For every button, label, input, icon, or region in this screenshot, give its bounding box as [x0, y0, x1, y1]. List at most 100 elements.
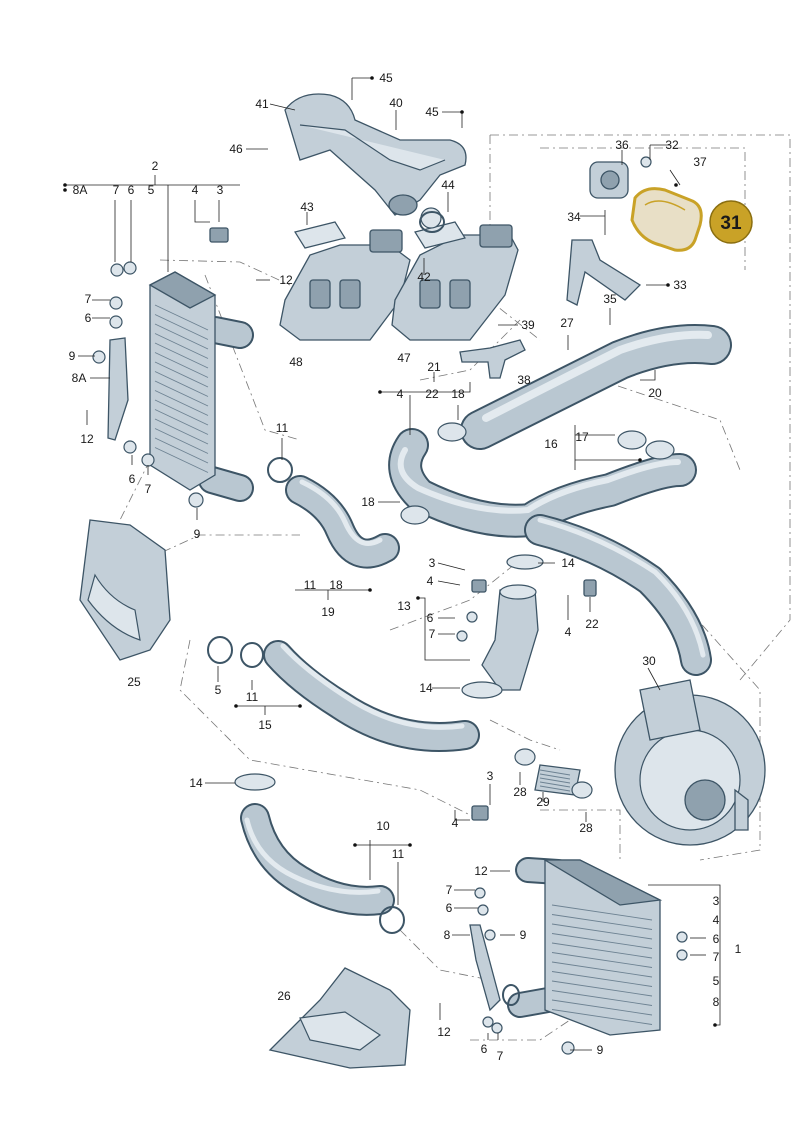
part-number-label: 7	[145, 482, 152, 496]
part-number-label: 28	[513, 785, 527, 799]
fin-line	[154, 342, 209, 369]
fin-line	[154, 437, 209, 464]
fin-line	[551, 952, 653, 968]
part-number-label: 7	[497, 1049, 504, 1063]
fin-line	[154, 399, 209, 426]
part-number-label: 40	[389, 96, 403, 110]
part-number-label: 11	[276, 421, 289, 435]
part-number-label: 37	[693, 155, 707, 169]
part-number-label: 3	[713, 894, 720, 908]
leader-dot	[713, 1023, 717, 1027]
part-number-label: 7	[446, 883, 453, 897]
leader-dot	[460, 110, 464, 114]
part-number-label: 6	[129, 472, 136, 486]
callout-31: 31	[709, 200, 753, 244]
part-number-label: 7	[429, 627, 436, 641]
clamps-and-rings	[92, 156, 688, 1055]
part-number-label: 7	[113, 183, 120, 197]
leader-dot	[370, 76, 374, 80]
fin-line	[539, 785, 571, 792]
part-number-label: 7	[85, 292, 92, 306]
hose-pipes	[198, 316, 732, 1018]
part-number-label: 30	[642, 654, 656, 668]
callout-31-label: 31	[720, 213, 742, 234]
part-number-label: 4	[452, 816, 459, 830]
part-number-label: 12	[474, 864, 488, 878]
part-number-label: 29	[536, 795, 550, 809]
part-number-label: 12	[80, 432, 94, 446]
part-number-label: 7	[713, 950, 720, 964]
fin-line	[551, 999, 653, 1016]
part-number-label: 38	[517, 373, 531, 387]
part-number-label: 6	[427, 611, 434, 625]
fin-line	[551, 1009, 653, 1025]
part-number-label: 26	[277, 989, 291, 1003]
part-number-label: 13	[397, 599, 411, 613]
leader-dot	[638, 458, 642, 462]
fin-line	[154, 323, 209, 350]
leader-dot	[298, 704, 302, 708]
fin-line	[551, 942, 653, 959]
part-number-label: 3	[429, 556, 436, 570]
part-number-label: 2	[152, 159, 159, 173]
part-number-label: 5	[148, 183, 155, 197]
part-number-label: 6	[128, 183, 135, 197]
part-number-label: 21	[427, 360, 441, 374]
leader-dot	[674, 183, 678, 187]
part-number-label: 8	[444, 928, 451, 942]
fin-line	[551, 961, 653, 978]
part-number-label: 36	[615, 138, 629, 152]
turbo-and-ypiece	[481, 584, 766, 846]
highlighted-pipe-31	[630, 187, 703, 252]
fin-line	[154, 333, 209, 359]
part-number-label: 9	[520, 928, 527, 942]
part-number-label: 16	[544, 437, 558, 451]
fin-line	[551, 933, 653, 949]
part-number-label: 45	[425, 105, 439, 119]
part-number-label: 5	[215, 683, 222, 697]
air-guide-parts	[79, 519, 411, 1069]
part-number-label: 5	[713, 974, 720, 988]
part-number-label: 27	[560, 316, 574, 330]
part-number-label: 18	[451, 387, 465, 401]
part-number-label: 8A	[73, 183, 88, 197]
leader-dot	[368, 588, 372, 592]
part-number-label: 11	[304, 578, 317, 592]
part-number-label: 6	[85, 311, 92, 325]
leader-dot	[234, 704, 238, 708]
fin-line	[154, 380, 209, 407]
leader-dot	[666, 283, 670, 287]
part-number-label: 11	[392, 847, 405, 861]
part-number-label: 43	[300, 200, 314, 214]
part-number-label: 6	[713, 932, 720, 946]
part-number-label: 34	[567, 210, 581, 224]
fin-line	[551, 980, 653, 997]
fin-line	[539, 781, 571, 788]
part-number-label: 8A	[72, 371, 87, 385]
fin-line	[154, 371, 209, 397]
part-number-label: 25	[127, 675, 141, 689]
fin-line	[551, 971, 653, 987]
part-number-label: 4	[713, 913, 720, 927]
fin-line	[154, 409, 209, 435]
leader-dot	[63, 188, 67, 192]
part-number-label: 9	[194, 527, 201, 541]
fin-line	[539, 769, 571, 776]
part-number-label: 32	[665, 138, 679, 152]
part-number-label: 28	[579, 821, 593, 835]
fin-line	[154, 428, 209, 454]
part-number-label: 18	[329, 578, 343, 592]
part-number-label: 1	[735, 942, 742, 956]
leader-dot	[416, 596, 420, 600]
part-number-label: 9	[597, 1043, 604, 1057]
part-number-label: 14	[189, 776, 203, 790]
part-number-label: 9	[69, 349, 76, 363]
leader-lines	[65, 77, 721, 1051]
part-number-label: 10	[376, 819, 390, 833]
leader-dot	[63, 183, 67, 187]
part-number-label: 33	[673, 278, 687, 292]
part-number-label: 6	[446, 901, 453, 915]
fin-line	[551, 990, 653, 1006]
